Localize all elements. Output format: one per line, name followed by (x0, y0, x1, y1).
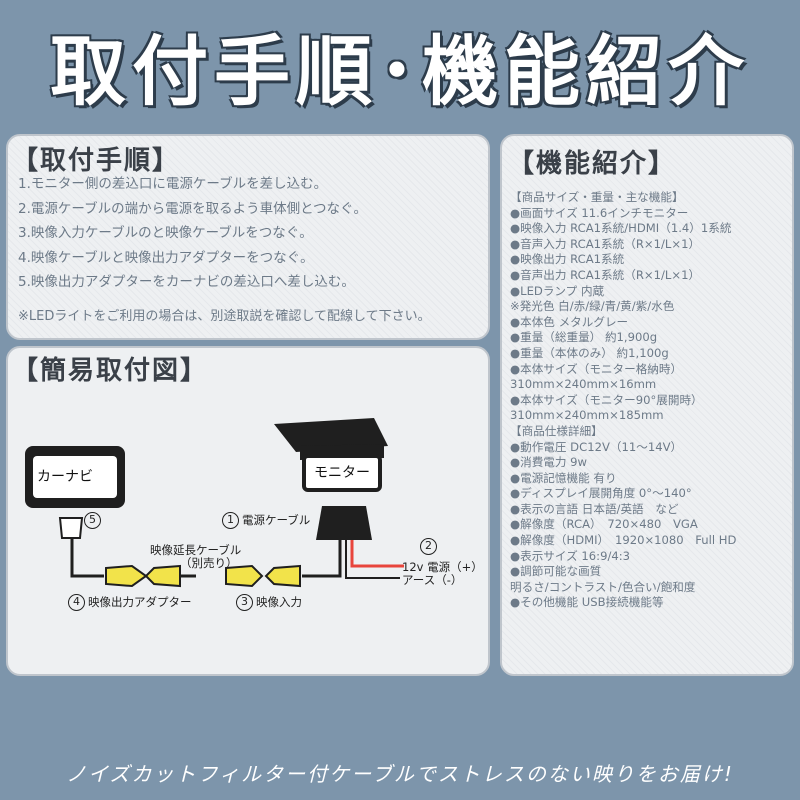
feature-item: ●その他機能 USB接続機能等 (510, 595, 664, 610)
connector-4 (264, 564, 301, 588)
feature-item: ●重量（総重量） 約1,900g (510, 330, 658, 345)
monitor-label: モニター (302, 454, 382, 492)
feature-item: ●ディスプレイ展開角度 0°～140° (510, 486, 692, 501)
city-skyline (0, 680, 800, 800)
install-step: 1.モニター側の差込口に電源ケーブルを差し込む。 (18, 176, 328, 192)
install-panel (6, 134, 490, 340)
navi-label: カーナビ (33, 456, 117, 498)
feature-item: ●音声入力 RCA1系統（R×1/L×1） (510, 236, 701, 251)
feature-item: ●本体サイズ（モニター90°展開時） (510, 392, 703, 407)
connector-1 (105, 564, 148, 588)
diagram-title: 【簡易取付図】 (12, 356, 209, 386)
label-power-12v: 12v 電源（+） (402, 560, 483, 574)
install-step: 3.映像入力ケーブルのと映像ケーブルをつなぐ。 (18, 225, 313, 241)
features-panel (500, 134, 794, 676)
footer-tagline: ノイズカットフィルター付ケーブルでストレスのない映りをお届け! (66, 762, 734, 786)
connector-3 (225, 564, 264, 588)
label-extension-sub: （別売り） (180, 556, 238, 570)
install-title: 【取付手順】 (12, 146, 181, 176)
power-wire (350, 540, 404, 568)
feature-item: 明るさ/コントラスト/色合い/飽和度 (510, 579, 696, 594)
feature-item: 【商品サイズ・重量・主な機能】 (510, 190, 684, 204)
monitor-base-shape (316, 506, 372, 540)
step-number: 5 (84, 512, 101, 529)
feature-item: ●本体サイズ（モニター格納時） (510, 361, 683, 376)
diagram-panel (6, 346, 490, 676)
feature-item: ●調節可能な画質 (510, 564, 602, 579)
feature-item: ●LEDランプ 内蔵 (510, 283, 605, 298)
step-number: 4 (68, 594, 85, 611)
feature-item: ●解像度（HDMI） 1920×1080 Full HD (510, 533, 737, 548)
label-step5: 5 (84, 512, 104, 529)
header-banner: 取付手順･機能紹介 (0, 0, 800, 118)
feature-item: ●重量（本体のみ） 約1,100g (510, 345, 669, 360)
label-step2: 2 (420, 538, 440, 555)
skyline-sky (0, 680, 800, 682)
features-list: 【商品サイズ・重量・主な機能】●画面サイズ 11.6インチモニター●映像入力 R… (510, 190, 736, 611)
feature-item: ●本体色 メタルグレー (510, 314, 629, 329)
feature-item: ●表示サイズ 16:9/4:3 (510, 548, 631, 563)
install-steps: 1.モニター側の差込口に電源ケーブルを差し込む。 2.電源ケーブルの端から電源を… (18, 172, 367, 295)
feature-item: ●消費電力 9w (510, 455, 588, 470)
step-number: 1 (222, 512, 239, 529)
feature-item: ●表示の言語 日本語/英語 など (510, 501, 679, 516)
step-number: 3 (236, 594, 253, 611)
video-in-text: 映像入力 (256, 595, 302, 609)
label-extension: 映像延長ケーブル (150, 543, 242, 557)
feature-item: ●画面サイズ 11.6インチモニター (510, 205, 689, 220)
skyline-buildings (0, 682, 800, 800)
connector-2 (144, 564, 181, 588)
feature-item: ※発光色 白/赤/緑/青/黄/紫/水色 (510, 299, 675, 314)
feature-item: ●解像度（RCA） 720×480 VGA (510, 517, 698, 532)
feature-item: ●音声出力 RCA1系統（R×1/L×1） (510, 267, 701, 282)
panel-pattern (8, 136, 488, 338)
feature-item: ●映像入力 RCA1系統/HDMI（1.4）1系統 (510, 221, 732, 236)
install-note: ※LEDライトをご利用の場合は、別途取説を確認して配線して下さい。 (18, 309, 431, 324)
feature-item: ●映像出力 RCA1系統 (510, 252, 625, 267)
step-number: 2 (420, 538, 437, 555)
feature-item: ●動作電圧 DC12V（11～14V） (510, 439, 683, 454)
label-ground: アース（-） (402, 573, 463, 587)
video-out-adapter-text: 映像出力アダプター (88, 595, 192, 609)
panel-pattern (502, 136, 792, 674)
feature-item: ●電源記憶機能 有り (510, 470, 617, 485)
install-step: 2.電源ケーブルの端から電源を取るよう車体側とつなぐ。 (18, 200, 368, 217)
feature-item: 310mm×240mm×16mm (510, 377, 657, 392)
navi-plug (58, 517, 84, 539)
features-title: 【機能紹介】 (508, 149, 677, 179)
install-step: 5.映像出力アダプターをカーナビの差込口へ差し込む。 (18, 274, 355, 290)
power-cable-text: 電源ケーブル (242, 513, 311, 527)
car-navi-unit: カーナビ (25, 446, 125, 508)
ground-wire (345, 540, 400, 579)
feature-item: 310mm×240mm×185mm (510, 408, 664, 423)
install-step: 4.映像ケーブルと映像出力アダプターをつなぐ。 (18, 249, 314, 266)
feature-item: 【商品仕様詳細】 (510, 423, 603, 438)
monitor-screen-shape (274, 418, 388, 452)
page-title: 取付手順･機能紹介 (50, 27, 750, 116)
